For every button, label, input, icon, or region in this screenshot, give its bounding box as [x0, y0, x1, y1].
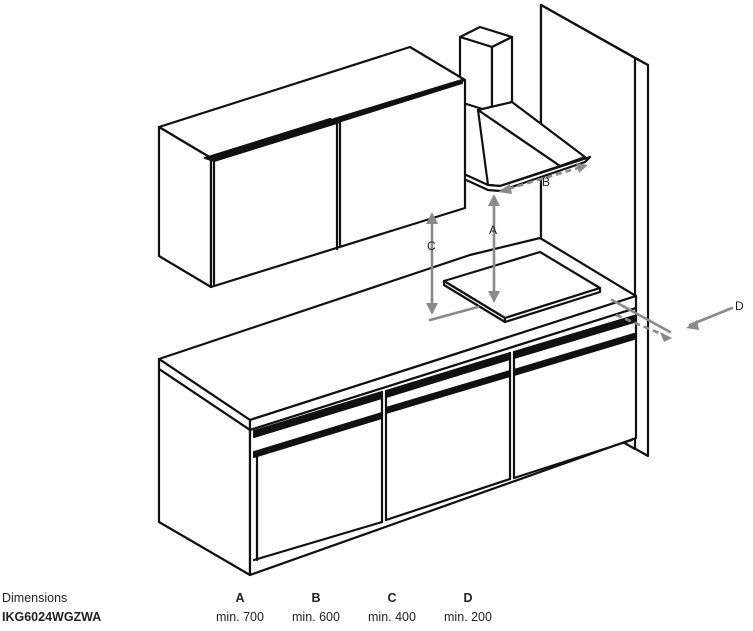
- value-d: min. 200: [444, 609, 492, 624]
- table-row: IKG6024WGZWA min. 700 min. 600 min. 400 …: [2, 607, 506, 626]
- column-header-b: B: [311, 590, 321, 605]
- value-c: min. 400: [368, 609, 416, 624]
- dimension-c: C: [426, 212, 480, 322]
- value-a: min. 700: [216, 609, 264, 624]
- kitchen-installation-diagram: A B C D: [157, 3, 744, 577]
- dimension-b: B: [498, 163, 588, 194]
- dimension-b-label: B: [542, 175, 550, 189]
- dimension-a-label: A: [489, 223, 497, 237]
- hob: [442, 250, 602, 324]
- column-header-a: A: [235, 590, 245, 605]
- model-name: IKG6024WGZWA: [2, 609, 102, 624]
- dimension-c-label: C: [427, 239, 436, 253]
- chimney-hood: [458, 25, 592, 193]
- dimension-d: D: [610, 298, 744, 342]
- dimension-a: A: [488, 194, 500, 303]
- dimensions-header-row: Dimensions A B C D: [2, 588, 506, 607]
- value-b: min. 600: [292, 609, 340, 624]
- dimensions-header-label: Dimensions: [2, 590, 68, 605]
- column-header-c: C: [387, 590, 397, 605]
- dimension-d-label: D: [735, 299, 744, 313]
- dimensions-table: Dimensions A B C D IKG6024WGZWA min. 700…: [2, 588, 506, 626]
- column-header-d: D: [463, 590, 473, 605]
- wall-cabinet: [157, 45, 467, 289]
